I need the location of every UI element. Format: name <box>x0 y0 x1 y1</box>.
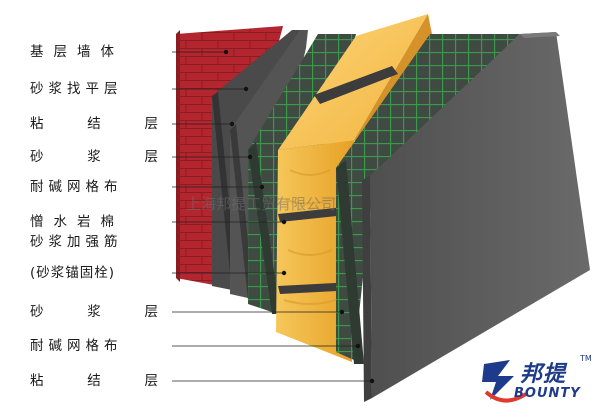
leader-dot-2 <box>243 86 249 92</box>
leader-dot-10 <box>355 343 361 349</box>
layer-label-5: 耐碱网格布 <box>30 179 123 195</box>
layer-label-2: 砂浆找平层 <box>30 81 123 97</box>
layer-label-4: 砂浆层 <box>30 149 158 165</box>
leader-dot-8 <box>281 270 287 276</box>
company-logo: 邦提 TM BOUNTY <box>480 352 598 408</box>
rock-wool-front <box>276 140 354 362</box>
layer-label-8: (砂浆锚固栓) <box>30 265 116 281</box>
layer-label-7: 砂浆加强筋 <box>30 234 123 250</box>
logo-trademark: TM <box>580 354 592 363</box>
leader-dot-1 <box>223 49 229 55</box>
leader-dot-6 <box>281 219 287 225</box>
leader-lines <box>172 49 375 384</box>
outer-finish-top <box>520 32 560 38</box>
layer-label-10: 耐碱网格布 <box>30 338 123 354</box>
company-watermark: 上海邦提工贸有限公司 <box>186 195 337 213</box>
logo-swoosh-icon <box>482 360 528 403</box>
layer-label-1: 基层墙体 <box>30 44 124 60</box>
reinforcement-band-1 <box>314 66 398 104</box>
mortar-mesh-inner-edge <box>248 142 280 314</box>
logo-english-name: BOUNTY <box>514 386 581 401</box>
layer-label-6: 憎水岩棉 <box>30 214 124 230</box>
leader-dot-5 <box>259 184 265 190</box>
layer-label-3: 粘结层 <box>30 116 158 132</box>
layer-label-11: 粘结层 <box>30 373 158 389</box>
rock-wool-texture <box>283 169 337 305</box>
leader-dot-11 <box>369 378 375 384</box>
logo-chinese-name: 邦提 <box>520 362 567 387</box>
mortar-mesh-outer-edge <box>336 160 364 364</box>
leader-dot-3 <box>229 121 235 127</box>
layer-label-9: 砂浆层 <box>30 304 158 320</box>
leader-dot-9 <box>339 309 345 315</box>
outer-finish-panel <box>370 32 590 398</box>
mortar-mesh-outer <box>336 34 520 360</box>
brick-wall-side <box>176 30 180 282</box>
leader-dot-4 <box>247 154 253 160</box>
outer-finish-edge <box>362 176 372 402</box>
